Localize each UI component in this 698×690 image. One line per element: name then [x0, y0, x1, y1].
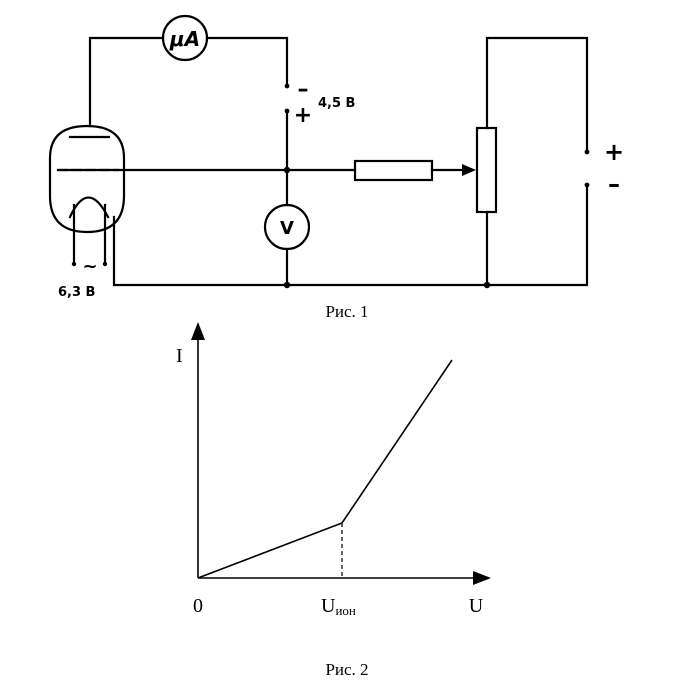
wiper-arrow [462, 164, 476, 176]
microammeter-label: μA [169, 27, 200, 51]
source-terminal-minus [584, 182, 590, 188]
wire-ammeter-battery [205, 36, 289, 86]
battery-plus-label: + [294, 103, 312, 128]
wire-bottom [112, 183, 589, 287]
voltmeter-label: V [280, 218, 294, 239]
tube-cathode [68, 196, 110, 219]
battery-voltage-label: 4,5 В [318, 96, 355, 111]
battery-terminal-plus [284, 108, 290, 114]
tube-envelope [48, 124, 126, 234]
source-terminal-plus [584, 149, 590, 155]
voltmeter-circle [263, 203, 311, 251]
battery-terminal-minus [284, 83, 290, 89]
wire-anode-top [88, 36, 165, 128]
source-plus-label: + [604, 138, 624, 166]
figure-2-caption: Рис. 2 [325, 660, 368, 679]
source-minus-label: – [608, 170, 620, 198]
y-axis-label: I [176, 345, 183, 367]
heater-voltage-label: 6,3 В [58, 285, 95, 300]
wire-right-top [485, 36, 589, 154]
heater-terminal-left [71, 261, 77, 267]
heater-symbol: ~ [82, 256, 97, 277]
microammeter-circle [161, 14, 209, 62]
heater-terminal-right [102, 261, 108, 267]
x-axis-arrow [473, 571, 491, 585]
circuit-diagram [58, 36, 589, 287]
origin-label: 0 [193, 595, 203, 617]
figure-1-caption: Рис. 1 [325, 302, 368, 321]
x-axis-label: U [469, 595, 484, 617]
junction-bottom-rheostat [483, 281, 491, 289]
vacuum-tube [48, 124, 126, 234]
iv-graph [197, 338, 477, 579]
uion-label-main: U [321, 595, 336, 617]
uion-label: Uион [321, 595, 356, 618]
y-axis-arrow [191, 322, 205, 340]
junction-bottom-voltmeter [283, 281, 291, 289]
uion-label-subscript: ион [335, 603, 355, 618]
battery-minus-label: – [298, 77, 309, 102]
resistor [353, 159, 434, 182]
iv-curve [197, 359, 453, 579]
junction-grid-node [283, 166, 291, 174]
rheostat [475, 126, 498, 214]
